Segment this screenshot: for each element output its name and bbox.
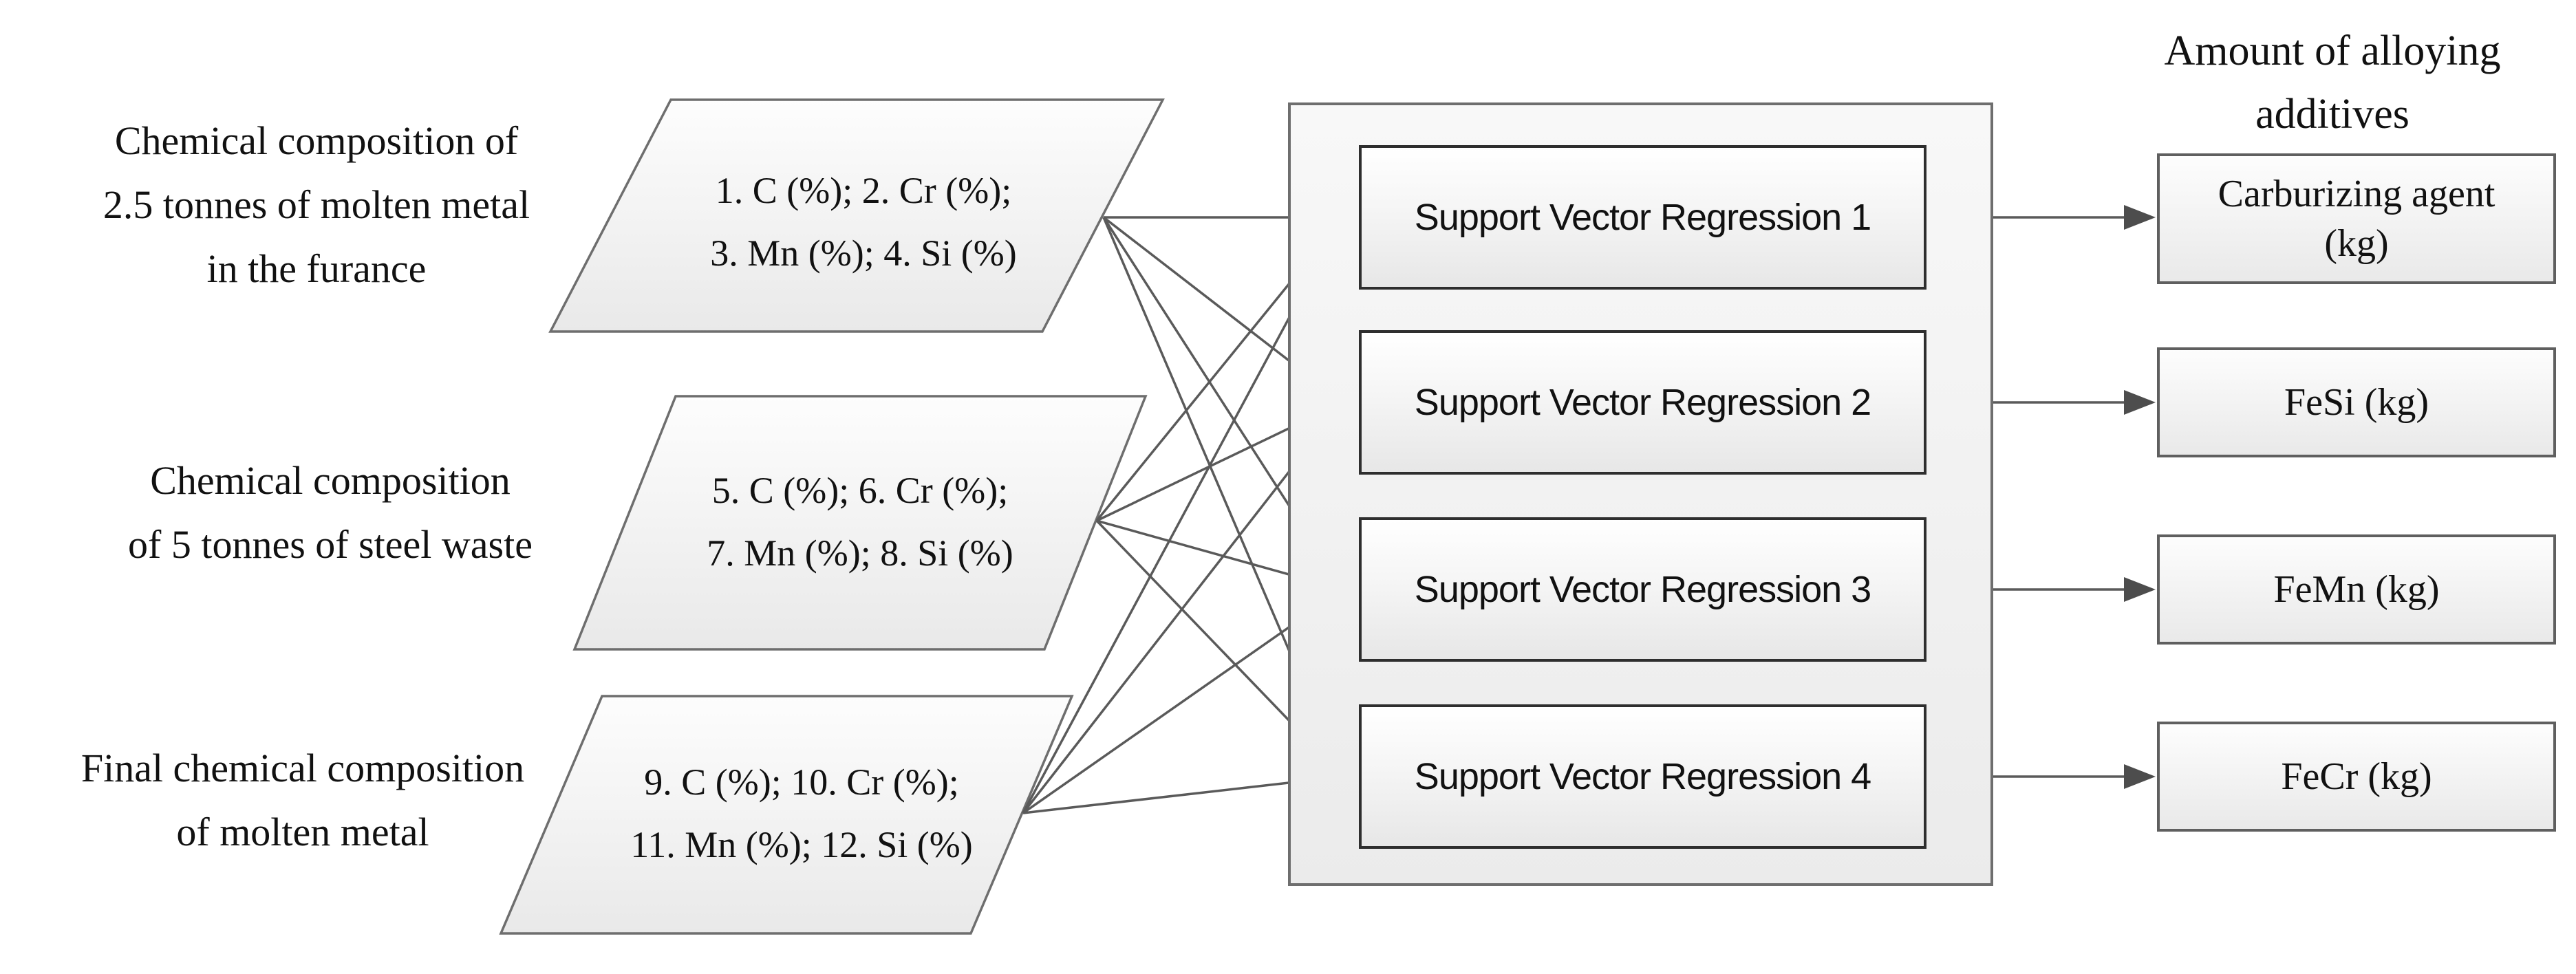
variables-line: 1. C (%); 2. Cr (%); xyxy=(715,170,1012,211)
output-label-line: Carburizing agent xyxy=(2218,173,2496,215)
svr-label: Support Vector Regression 2 xyxy=(1414,382,1871,423)
svr-box-1: Support Vector Regression 1 xyxy=(1359,145,1926,290)
output-label-line: FeMn (kg) xyxy=(2273,568,2440,611)
arrowhead-icon xyxy=(2124,577,2156,602)
label-line: Chemical composition xyxy=(150,458,511,503)
label-line: of molten metal xyxy=(176,810,429,854)
label-line: Chemical composition of xyxy=(114,118,519,163)
svr-box-2: Support Vector Regression 2 xyxy=(1359,330,1926,475)
variables-line: 3. Mn (%); 4. Si (%) xyxy=(710,232,1017,274)
output-box-carburizing-agent: Carburizing agent (kg) xyxy=(2157,153,2556,284)
input-description-2: Chemical composition of 5 tonnes of stee… xyxy=(41,448,619,576)
input-variables-2: 5. C (%); 6. Cr (%); 7. Mn (%); 8. Si (%… xyxy=(619,459,1101,585)
input-variables-1: 1. C (%); 2. Cr (%); 3. Mn (%); 4. Si (%… xyxy=(623,160,1104,285)
arrowhead-icon xyxy=(2124,205,2156,230)
label-line: Final chemical composition xyxy=(80,746,525,790)
input-parallelogram-2 xyxy=(572,395,1148,651)
input-description-1: Chemical composition of 2.5 tonnes of mo… xyxy=(28,109,605,301)
svr-box-3: Support Vector Regression 3 xyxy=(1359,517,1926,662)
title-line: Amount of alloying xyxy=(2164,28,2501,74)
svr-label: Support Vector Regression 1 xyxy=(1414,197,1871,238)
svr-label: Support Vector Regression 4 xyxy=(1414,756,1871,797)
output-box-femn: FeMn (kg) xyxy=(2157,534,2556,645)
svr-label: Support Vector Regression 3 xyxy=(1414,569,1871,610)
variables-line: 7. Mn (%); 8. Si (%) xyxy=(707,532,1013,574)
label-line: 2.5 tonnes of molten metal xyxy=(103,182,530,227)
output-label-line: FeSi (kg) xyxy=(2284,381,2429,424)
output-column-title: Amount of alloying additives xyxy=(2092,19,2573,146)
input-variables-3: 9. C (%); 10. Cr (%); 11. Mn (%); 12. Si… xyxy=(561,751,1042,876)
output-label-line: (kg) xyxy=(2324,222,2389,265)
output-box-fecr: FeCr (kg) xyxy=(2157,722,2556,832)
variables-line: 9. C (%); 10. Cr (%); xyxy=(644,761,959,803)
arrowhead-icon xyxy=(2124,764,2156,789)
input-parallelogram-3 xyxy=(499,695,1074,935)
output-label-line: FeCr (kg) xyxy=(2281,755,2432,798)
label-line: of 5 tonnes of steel waste xyxy=(128,522,533,567)
input-description-3: Final chemical composition of molten met… xyxy=(14,736,592,864)
variables-line: 11. Mn (%); 12. Si (%) xyxy=(630,824,973,865)
output-box-fesi: FeSi (kg) xyxy=(2157,347,2556,457)
arrowhead-icon xyxy=(2124,390,2156,415)
variables-line: 5. C (%); 6. Cr (%); xyxy=(711,470,1009,511)
title-line: additives xyxy=(2255,91,2409,138)
svr-box-4: Support Vector Regression 4 xyxy=(1359,704,1926,849)
label-line: in the furance xyxy=(206,246,427,291)
input-parallelogram-1 xyxy=(548,98,1165,333)
